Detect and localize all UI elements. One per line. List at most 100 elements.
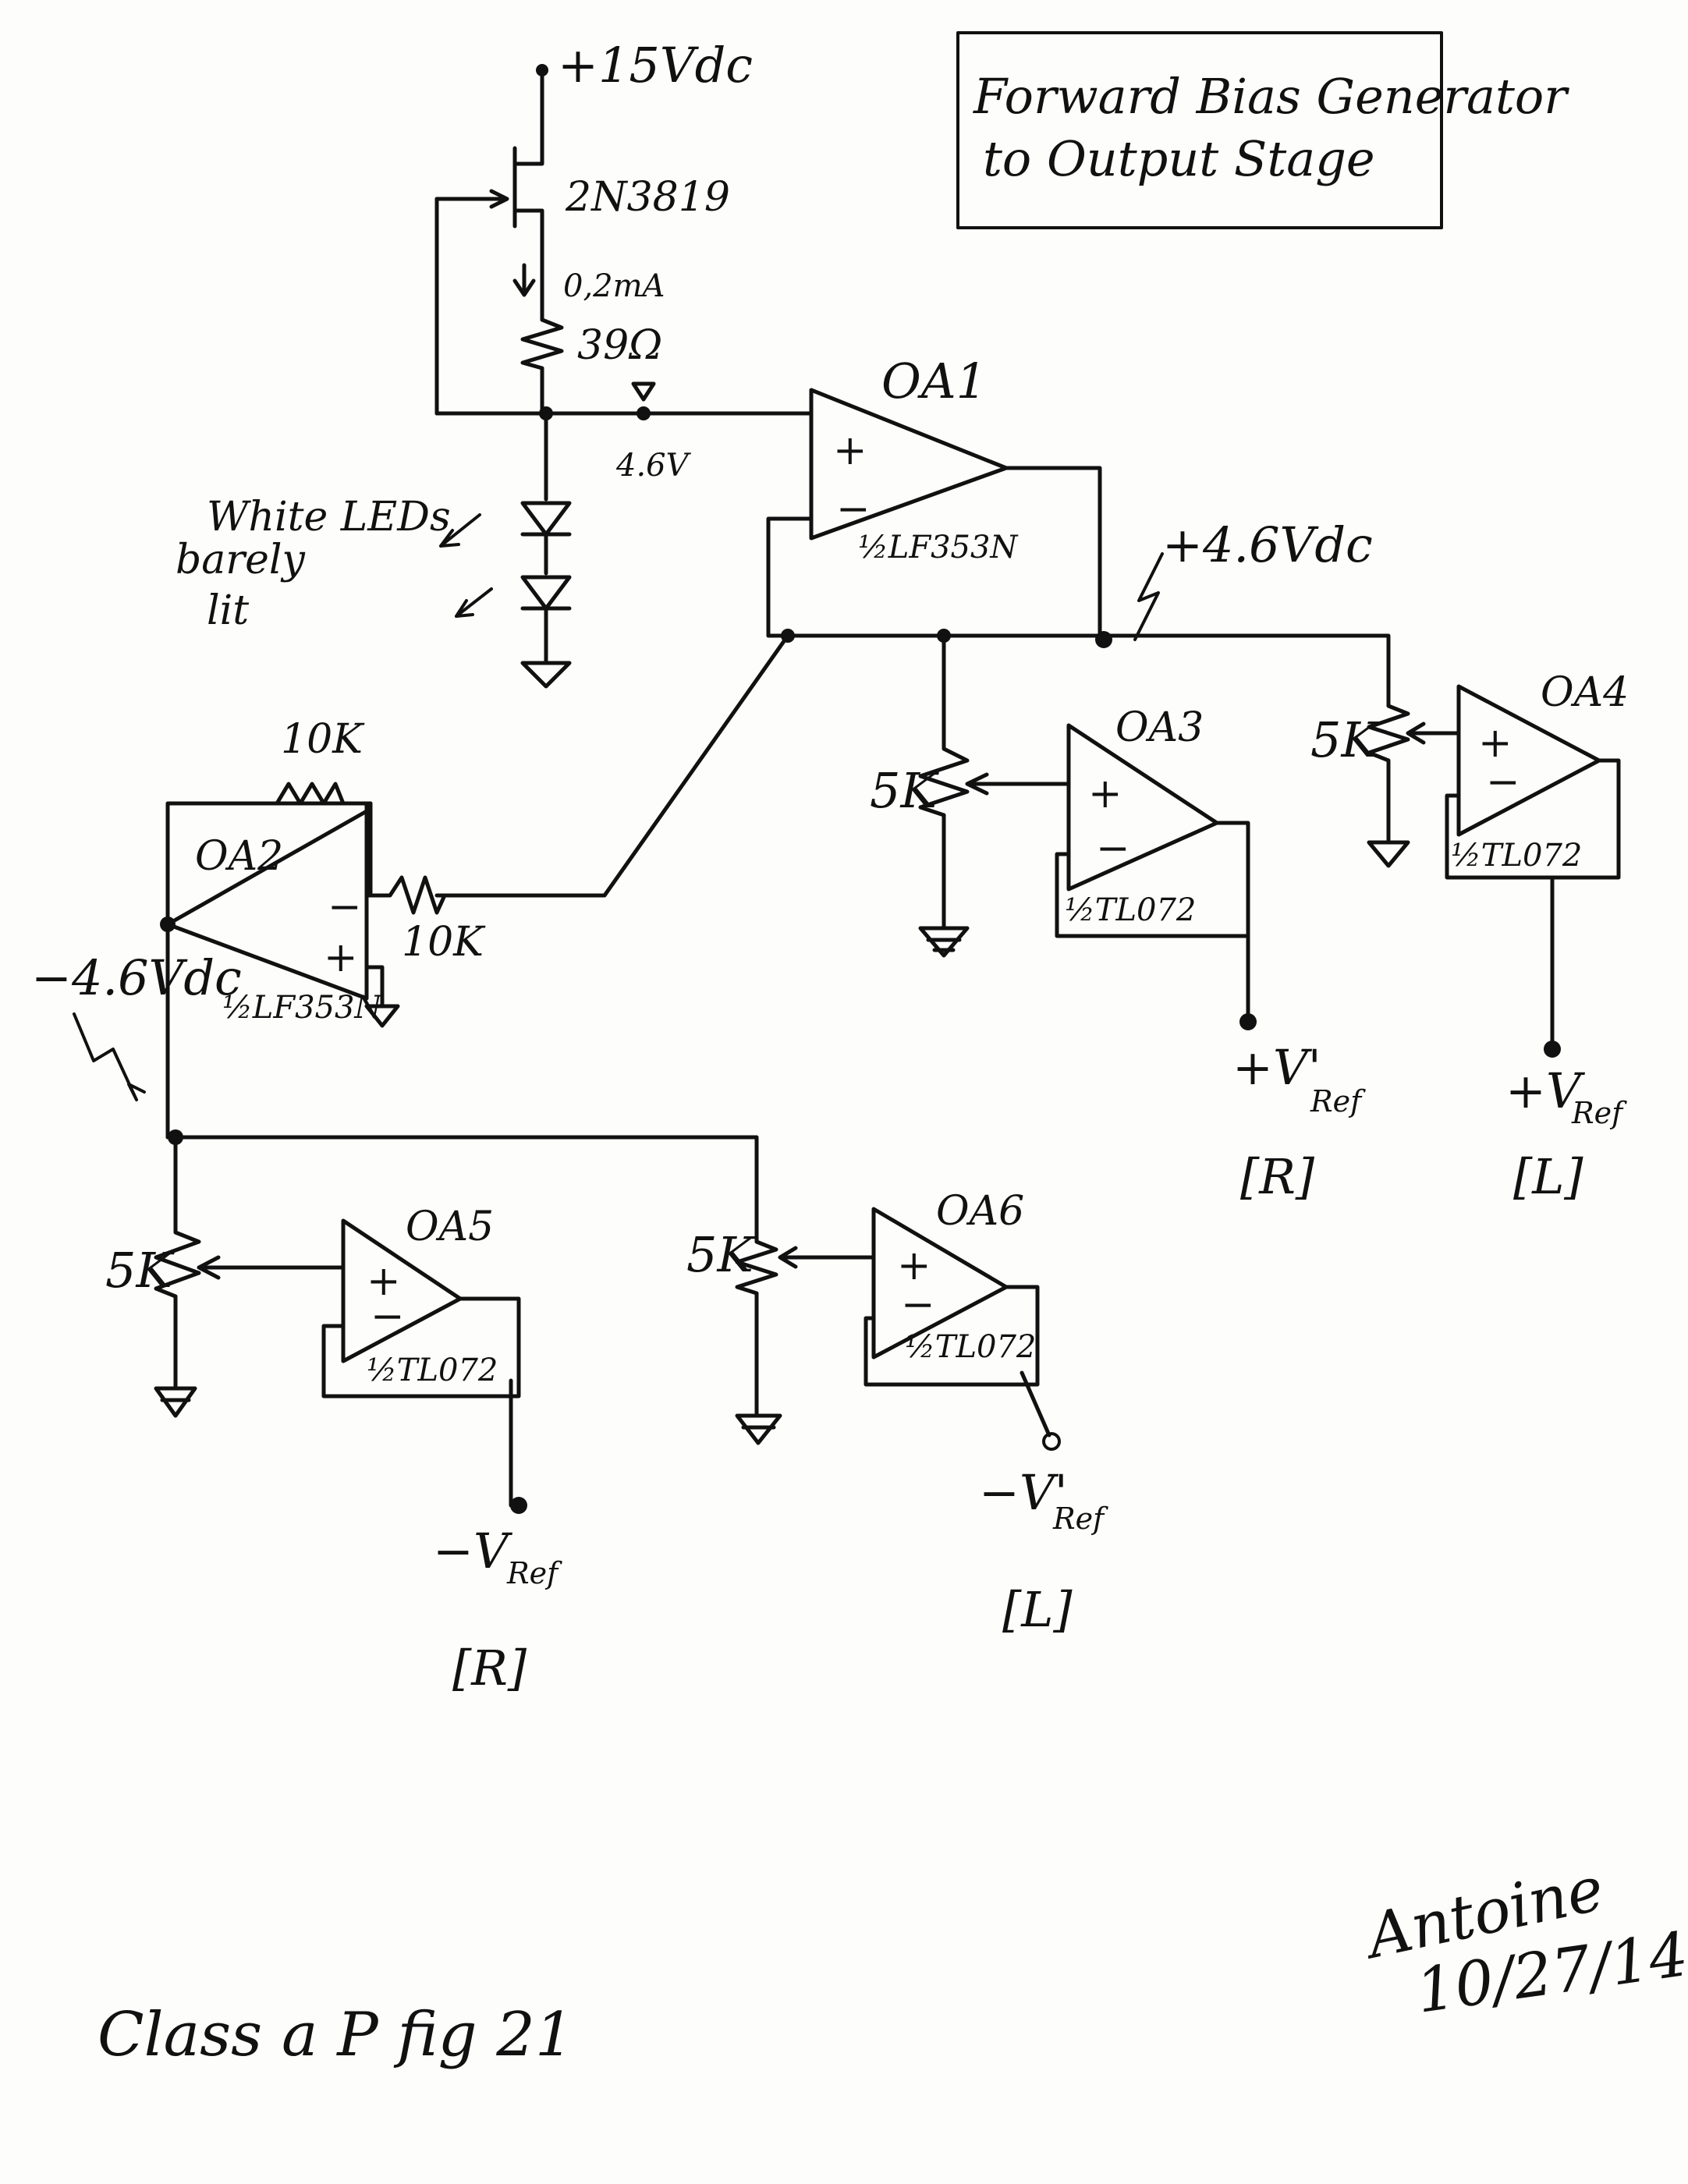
current-arrow xyxy=(512,263,536,297)
oa4-output-channel: [L] xyxy=(1513,1148,1583,1205)
oa3-output-label: +V' xyxy=(1232,1039,1321,1096)
oa3-label: OA3 xyxy=(1115,704,1204,751)
oa4-pot xyxy=(1367,684,1410,845)
led-string: White LEDs barely lit xyxy=(176,411,572,689)
oa5-triangle xyxy=(341,1218,463,1363)
oa4-feedback xyxy=(1445,758,1621,880)
oa5-pot-label: 5K xyxy=(105,1242,175,1299)
positive-rail-label: +4.6Vdc xyxy=(1162,516,1373,573)
oa3-feedback xyxy=(1055,821,1250,938)
supply-label: +15Vdc xyxy=(558,37,753,94)
oa3-triangle xyxy=(1066,723,1219,892)
negative-rail-label: −4.6Vdc xyxy=(31,949,242,1006)
oa3-buffer: 5K + − OA3 ½TL072 +V' Ref [R] xyxy=(870,633,1366,1205)
oa6-output-terminal xyxy=(1042,1432,1061,1451)
negative-rail xyxy=(165,1135,759,1235)
input-resistor-label: 10K xyxy=(402,919,486,966)
oa4-pot-label: 5K xyxy=(1310,711,1380,768)
light-arrow-2 xyxy=(455,587,493,618)
oa4-output-terminal xyxy=(1544,1041,1561,1058)
oa2-part: ½LF353N xyxy=(222,990,383,1026)
node-voltage-label: 4.6V xyxy=(615,448,692,484)
led-1 xyxy=(520,501,572,537)
test-point-marker xyxy=(631,381,656,402)
oa6-pot xyxy=(735,1230,778,1418)
oa2-input-wire xyxy=(434,633,790,898)
feedback-resistor-label: 10K xyxy=(281,716,365,763)
title-box: Forward Bias Generator to Output Stage xyxy=(956,31,1569,229)
oa3-minus: − xyxy=(1096,825,1130,872)
resistor-top-label: 39Ω xyxy=(577,322,662,369)
oa4-wiper xyxy=(1406,722,1461,745)
junction xyxy=(1095,631,1112,648)
oa6-output-label: −V' xyxy=(979,1464,1068,1521)
jfet-label: 2N3819 xyxy=(565,174,730,221)
oa6-label: OA6 xyxy=(936,1188,1024,1235)
oa1-feedback-left xyxy=(766,516,814,638)
oa2-inverter: − + OA2 10K 10K ½LF353N −4.6Vdc xyxy=(31,716,759,1235)
oa5-plus: + xyxy=(367,1258,401,1305)
oa2-minus: − xyxy=(328,884,362,931)
oa6-output-sub: Ref xyxy=(1052,1502,1108,1536)
oa4-label: OA4 xyxy=(1541,669,1629,716)
oa1-label: OA1 xyxy=(881,353,987,410)
oa3-ground xyxy=(918,926,970,958)
title-line-1: Forward Bias Generator xyxy=(973,68,1569,125)
oa5-minus: − xyxy=(371,1293,405,1340)
led-note-3: lit xyxy=(207,587,249,634)
positive-rail xyxy=(766,633,1391,689)
resistor-39-ohm xyxy=(520,263,564,416)
oa5-part: ½TL072 xyxy=(367,1353,498,1388)
oa5-feedback xyxy=(321,1296,521,1399)
input-resistor-10k xyxy=(364,875,447,915)
oa5-ground xyxy=(154,1386,197,1418)
oa2-plus-ground xyxy=(364,965,400,1028)
feedback-to-output xyxy=(165,801,279,927)
footer-caption: Class a P fig 21 xyxy=(98,2000,574,2070)
oa4-minus: − xyxy=(1486,759,1520,806)
oa6-feedback xyxy=(864,1285,1040,1387)
led-note-2: barely xyxy=(176,537,306,583)
oa5-output-terminal xyxy=(510,1497,527,1514)
positive-rail-pointer xyxy=(1133,552,1164,641)
oa3-wiper xyxy=(965,772,1071,796)
ground-led xyxy=(520,661,572,689)
oa4-output-sub: Ref xyxy=(1571,1096,1627,1130)
oa3-pot-label: 5K xyxy=(870,762,939,819)
oa6-minus: − xyxy=(901,1282,935,1328)
feedback-path-left xyxy=(275,782,373,898)
jfet-gate xyxy=(434,189,509,209)
oa5-output-channel: [R] xyxy=(452,1640,527,1696)
oa3-pot xyxy=(918,633,970,931)
oa6-output-channel: [L] xyxy=(1002,1581,1073,1638)
oa4-plus: + xyxy=(1478,720,1512,767)
oa2-plus: + xyxy=(324,934,358,981)
oa2-triangle xyxy=(165,809,369,1001)
oa2-label: OA2 xyxy=(195,833,283,880)
oa3-output-channel: [R] xyxy=(1240,1148,1315,1205)
oa3-output-sub: Ref xyxy=(1310,1084,1366,1119)
oa5-wiper xyxy=(197,1255,346,1280)
oa5-pot xyxy=(154,1135,201,1391)
current-source: +15Vdc 2N3819 0,2mA 39Ω 4.6V xyxy=(434,37,814,484)
oa4-part: ½TL072 xyxy=(1451,838,1582,874)
oa4-triangle xyxy=(1456,684,1601,837)
oa5-label: OA5 xyxy=(406,1204,494,1250)
oa4-ground xyxy=(1367,840,1410,868)
title-frame xyxy=(956,31,1443,229)
jfet-drain-source-wire xyxy=(512,68,544,268)
oa1-output-wire xyxy=(1004,466,1102,642)
oa4-buffer: 5K + − OA4 ½TL072 +V Ref [L] xyxy=(1310,669,1629,1205)
oa6-wiper xyxy=(778,1246,876,1269)
oa6-part: ½TL072 xyxy=(905,1329,1036,1365)
oa6-buffer: 5K + − OA6 ½TL072 −V' Ref [L] xyxy=(686,1188,1108,1638)
light-arrow-1 xyxy=(439,513,481,548)
oa1-buffer: + − OA1 ½LF353N +4.6Vdc xyxy=(766,353,1391,689)
oa6-triangle xyxy=(871,1207,1009,1360)
oa6-plus: + xyxy=(897,1243,931,1289)
oa5-buffer: 5K + − OA5 ½TL072 −V Ref [R] xyxy=(105,1135,562,1696)
oa1-triangle xyxy=(809,388,1009,541)
oa3-output-terminal xyxy=(1239,1013,1257,1030)
